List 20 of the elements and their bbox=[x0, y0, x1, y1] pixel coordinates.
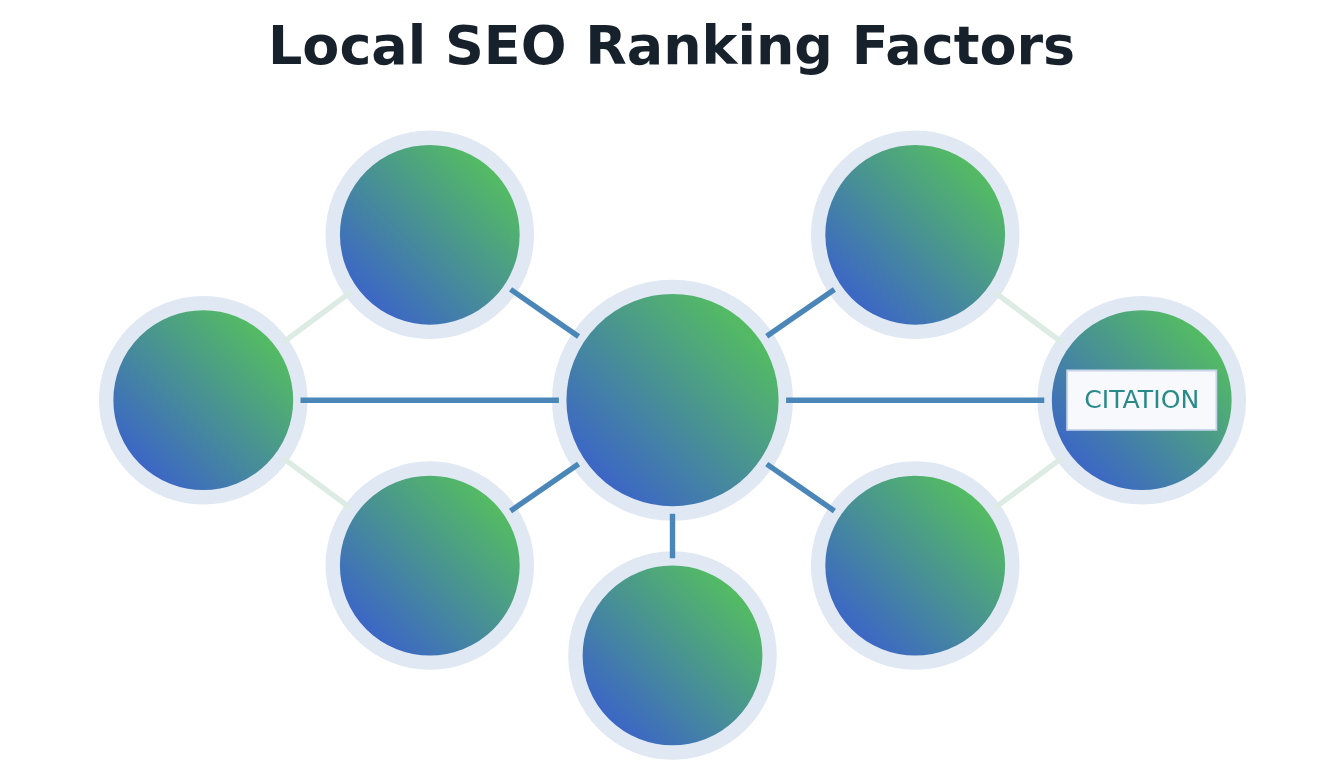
node-circle bbox=[325, 130, 534, 340]
node-circle bbox=[98, 295, 308, 505]
node-circle bbox=[551, 279, 793, 521]
diagram-title: Local SEO Ranking Factors bbox=[267, 13, 1075, 77]
connector bbox=[785, 397, 1044, 403]
node-circle bbox=[325, 461, 534, 670]
connector bbox=[280, 289, 352, 345]
connector bbox=[669, 513, 675, 559]
node-circle: CITATION bbox=[1036, 295, 1246, 505]
connector bbox=[280, 455, 352, 511]
node-circle bbox=[810, 461, 1019, 670]
connector bbox=[508, 461, 580, 514]
connector bbox=[764, 461, 836, 514]
node-circle bbox=[567, 551, 777, 760]
connector bbox=[992, 290, 1064, 346]
connector bbox=[764, 287, 836, 339]
connector bbox=[992, 455, 1064, 511]
connector bbox=[508, 287, 580, 339]
connector bbox=[300, 397, 559, 403]
node-circle bbox=[810, 130, 1019, 340]
